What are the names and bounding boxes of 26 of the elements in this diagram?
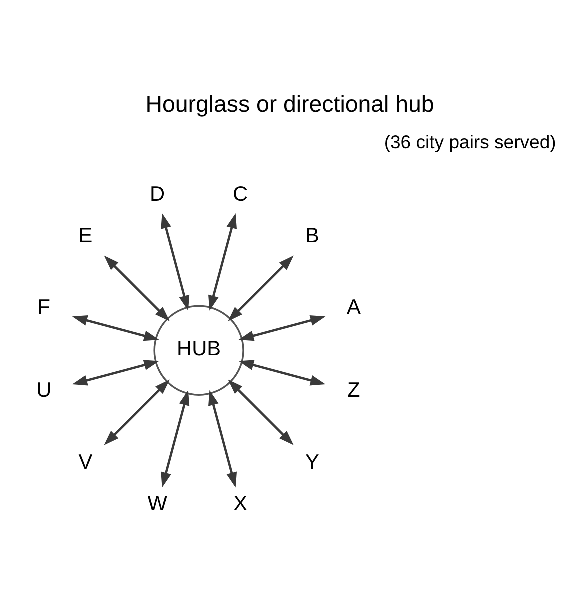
node-text: A [346,296,361,319]
arrow [208,212,238,310]
arrow [161,212,190,310]
diagram-title: Hourglass or directional hub [146,90,434,116]
arrow [228,379,294,445]
node-text: U [36,378,52,402]
label: (36 city pairs served) [384,131,556,152]
node-text: X [234,492,248,516]
arrow [208,390,238,488]
node-text: F [38,296,51,319]
arrow [104,255,170,322]
node-text: Z [348,378,360,402]
node-text: V [78,450,93,474]
node-text: C [233,182,248,206]
node-text: D [150,182,166,206]
arrow [228,255,294,322]
arrow [238,314,326,341]
arrow [72,314,160,341]
node-text: B [305,224,320,247]
node-text: Y [305,450,320,474]
node-text: W [148,492,168,516]
arrow [104,379,170,445]
arrow [161,390,190,488]
arrow [238,360,326,386]
node-text: E [78,224,93,247]
arrow [72,360,160,386]
